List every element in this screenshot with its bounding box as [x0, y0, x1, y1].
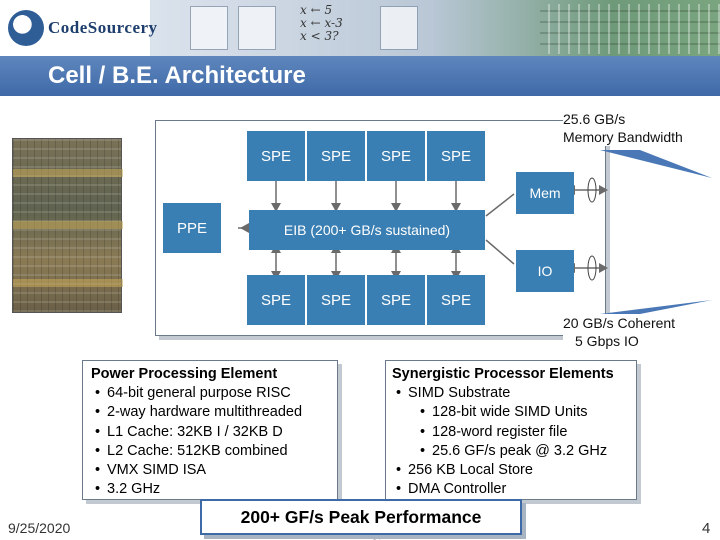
list-item: DMA Controller — [392, 480, 630, 499]
io-bandwidth-value: 20 GB/s Coherent — [563, 315, 676, 331]
title-bar — [0, 56, 720, 96]
ppe-block: PPE — [163, 203, 221, 253]
ppe-feature-list: 64-bit general purpose RISC 2-way hardwa… — [91, 384, 329, 499]
list-item: 64-bit general purpose RISC — [91, 384, 329, 403]
io-bandwidth-callout: 20 GB/s Coherent 5 Gbps IO — [563, 314, 713, 350]
uml-decoration — [238, 6, 276, 50]
spe-block-top-1: SPE — [247, 131, 305, 181]
spe-block-top-2: SPE — [307, 131, 365, 181]
cell-die-photo — [12, 138, 123, 313]
logo-swirl-icon — [8, 10, 44, 46]
peak-performance-banner: 200+ GF/s Peak Performance — [200, 499, 522, 535]
eib-block: EIB (200+ GB/s sustained) — [249, 210, 485, 250]
list-item: VMX SIMD ISA — [91, 461, 329, 480]
company-logo: CodeSourcery — [0, 0, 157, 56]
list-item: 2-way hardware multithreaded — [91, 403, 329, 422]
page-title: Cell / B.E. Architecture — [48, 62, 306, 89]
spe-block-top-3: SPE — [367, 131, 425, 181]
list-item: 3.2 GHz — [91, 480, 329, 499]
memory-bandwidth-callout: 25.6 GB/s Memory Bandwidth — [563, 110, 713, 146]
company-name: CodeSourcery — [48, 18, 158, 37]
spe-panel-title: Synergistic Processor Elements — [392, 366, 614, 382]
list-item: 256 KB Local Store — [392, 461, 630, 480]
list-item: 128-word register file — [392, 423, 630, 442]
io-bandwidth-label: 5 Gbps IO — [575, 333, 639, 349]
io-block: IO — [516, 250, 574, 292]
spe-block-bottom-3: SPE — [367, 275, 425, 325]
page-number: 4 — [702, 520, 711, 537]
ppe-panel-title: Power Processing Element — [91, 366, 278, 382]
ppe-info-panel: Power Processing Element 64-bit general … — [82, 360, 338, 500]
memory-bandwidth-label: Memory Bandwidth — [563, 129, 683, 145]
list-item: 128-bit wide SIMD Units — [392, 403, 630, 422]
spe-block-top-4: SPE — [427, 131, 485, 181]
spe-info-panel: Synergistic Processor Elements SIMD Subs… — [385, 360, 637, 500]
list-item: L2 Cache: 512KB combined — [91, 442, 329, 461]
uml-decoration — [380, 6, 418, 50]
circuit-decoration — [540, 4, 720, 54]
memory-bandwidth-value: 25.6 GB/s — [563, 111, 626, 127]
spe-block-bottom-4: SPE — [427, 275, 485, 325]
spe-block-bottom-1: SPE — [247, 275, 305, 325]
list-item: 25.6 GF/s peak @ 3.2 GHz — [392, 442, 630, 461]
spe-block-bottom-2: SPE — [307, 275, 365, 325]
list-item: L1 Cache: 32KB I / 32KB D — [91, 423, 329, 442]
mem-block: Mem — [516, 172, 574, 214]
footer-date: 9/25/2020 — [8, 520, 71, 536]
list-item: SIMD Substrate — [392, 384, 630, 403]
uml-decoration — [190, 6, 228, 50]
spe-feature-list: SIMD Substrate 128-bit wide SIMD Units 1… — [392, 384, 630, 499]
